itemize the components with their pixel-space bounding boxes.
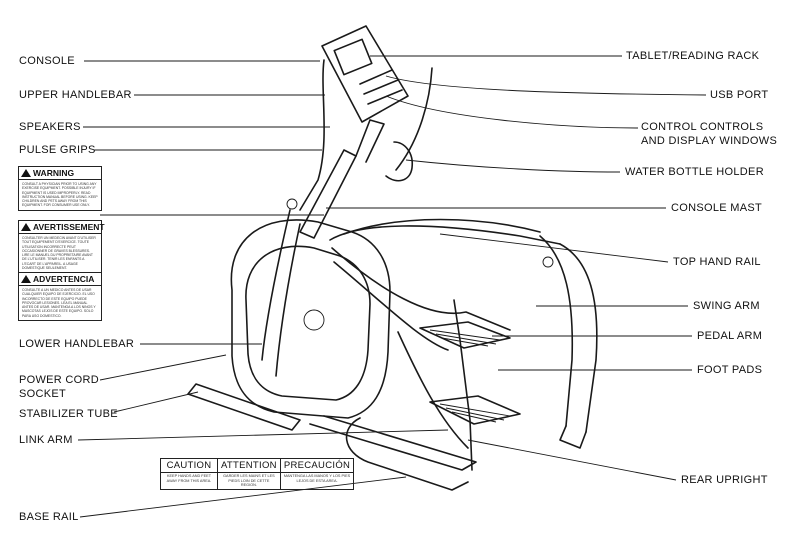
label-rear-upright: REAR UPRIGHT xyxy=(681,474,768,486)
label-power-cord-2: SOCKET xyxy=(19,388,67,400)
caution-body-es: MANTENGA LAS MANOS Y LOS PIES LEJOS DE E… xyxy=(279,472,355,490)
leader-power-cord xyxy=(99,354,227,381)
leader-water xyxy=(405,159,621,173)
leader-rear-upright xyxy=(467,439,677,481)
lower-handlebar-shape-2 xyxy=(275,223,301,377)
pedal-arm-shape-2 xyxy=(333,261,449,351)
leader-top-hand-rail xyxy=(439,233,669,263)
caution-body-fr: GARDER LES MAINS ET LES PIEDS LOIN DE CE… xyxy=(217,472,281,490)
label-foot-pads: FOOT PADS xyxy=(697,364,763,376)
console-controls xyxy=(359,69,403,105)
label-control-1: CONTROL CONTROLS xyxy=(641,121,764,133)
caution-table: CAUTION ATTENTION PRECAUCIÓN KEEP HANDS … xyxy=(160,458,355,490)
warning-triangle-icon xyxy=(21,275,31,283)
warning-label-en: WARNING CONSULT A PHYSICIAN PRIOR TO USI… xyxy=(18,166,102,211)
label-console-mast: CONSOLE MAST xyxy=(671,202,763,214)
front-stabilizer xyxy=(187,383,301,431)
pedal-arm-shape xyxy=(331,247,511,331)
foot-pad-front-tread xyxy=(429,329,501,347)
label-console: CONSOLE xyxy=(19,55,75,67)
base-rail-shape xyxy=(309,415,477,471)
label-stabilizer-tube: STABILIZER TUBE xyxy=(19,408,118,420)
leader-stabilizer xyxy=(113,391,199,413)
console-shape xyxy=(321,25,409,123)
caution-body-row: KEEP HANDS AND FEET AWAY FROM THIS AREA.… xyxy=(160,472,355,490)
swing-arm-shape-2 xyxy=(539,235,574,427)
pivot-front xyxy=(286,198,298,210)
label-link-arm: LINK ARM xyxy=(19,434,73,446)
warning-body: CONSULTE A UN MEDICO ANTES DE USAR CUALQ… xyxy=(22,288,96,318)
caution-title-fr: ATTENTION xyxy=(217,458,281,473)
warning-body: CONSULTER UN MEDECIN AVANT D'UTILISER TO… xyxy=(22,236,96,271)
rear-upright-shape xyxy=(559,425,587,449)
rear-shroud xyxy=(230,219,391,419)
label-top-hand-rail: TOP HAND RAIL xyxy=(673,256,761,268)
upper-handlebar-shape-2 xyxy=(395,67,433,171)
leader-usb xyxy=(385,75,707,96)
foot-pad-rear xyxy=(429,395,521,425)
warning-title: ADVERTENCIA xyxy=(33,274,95,284)
label-swing-arm: SWING ARM xyxy=(693,300,760,312)
label-control-2: AND DISPLAY WINDOWS xyxy=(641,135,778,147)
caution-body-en: KEEP HANDS AND FEET AWAY FROM THIS AREA. xyxy=(160,472,218,490)
caution-title-es: PRECAUCIÓN xyxy=(279,458,355,473)
foot-pad-front xyxy=(419,321,511,349)
label-power-cord-1: POWER CORD xyxy=(19,374,99,386)
caution-title-en: CAUTION xyxy=(160,458,218,473)
console-screen xyxy=(333,38,373,76)
water-bottle-shape xyxy=(385,141,414,182)
label-lower-handlebar: LOWER HANDLEBAR xyxy=(19,338,135,350)
console-mast-shape-2 xyxy=(355,119,385,163)
pivot-rear xyxy=(542,256,554,268)
foot-pad-rear-tread xyxy=(439,403,511,423)
upper-handlebar-shape xyxy=(299,59,325,211)
label-upper-handlebar: UPPER HANDLEBAR xyxy=(19,89,132,101)
top-hand-rail-shape-2 xyxy=(343,218,541,235)
swing-arm-shape xyxy=(559,243,598,433)
label-water-bottle: WATER BOTTLE HOLDER xyxy=(625,166,764,178)
warning-triangle-icon xyxy=(21,169,31,177)
link-arm-shape xyxy=(397,331,469,449)
warning-title: AVERTISSEMENT xyxy=(33,222,105,232)
link-arm-shape-2 xyxy=(453,299,473,471)
warning-triangle-icon xyxy=(21,223,31,231)
label-usb-port: USB PORT xyxy=(710,89,769,101)
base-rail-shape-2 xyxy=(345,417,469,491)
warning-title: WARNING xyxy=(33,168,75,178)
shroud-inner xyxy=(245,245,371,401)
label-speakers: SPEAKERS xyxy=(19,121,81,133)
lower-handlebar-shape xyxy=(261,209,291,361)
leader-link-arm xyxy=(77,429,449,441)
label-tablet-rack: TABLET/READING RACK xyxy=(626,50,760,62)
label-pulse-grips: PULSE GRIPS xyxy=(19,144,96,156)
warning-label-es: ADVERTENCIA CONSULTE A UN MEDICO ANTES D… xyxy=(18,272,102,322)
warning-body: CONSULT A PHYSICIAN PRIOR TO USING ANY E… xyxy=(22,182,98,208)
warning-label-fr: AVERTISSEMENT CONSULTER UN MEDECIN AVANT… xyxy=(18,220,105,274)
label-base-rail: BASE RAIL xyxy=(19,511,79,523)
caution-header-row: CAUTION ATTENTION PRECAUCIÓN xyxy=(160,458,355,473)
leader-control xyxy=(385,95,639,129)
flywheel-hub xyxy=(303,309,325,331)
label-pedal-arm: PEDAL ARM xyxy=(697,330,763,342)
